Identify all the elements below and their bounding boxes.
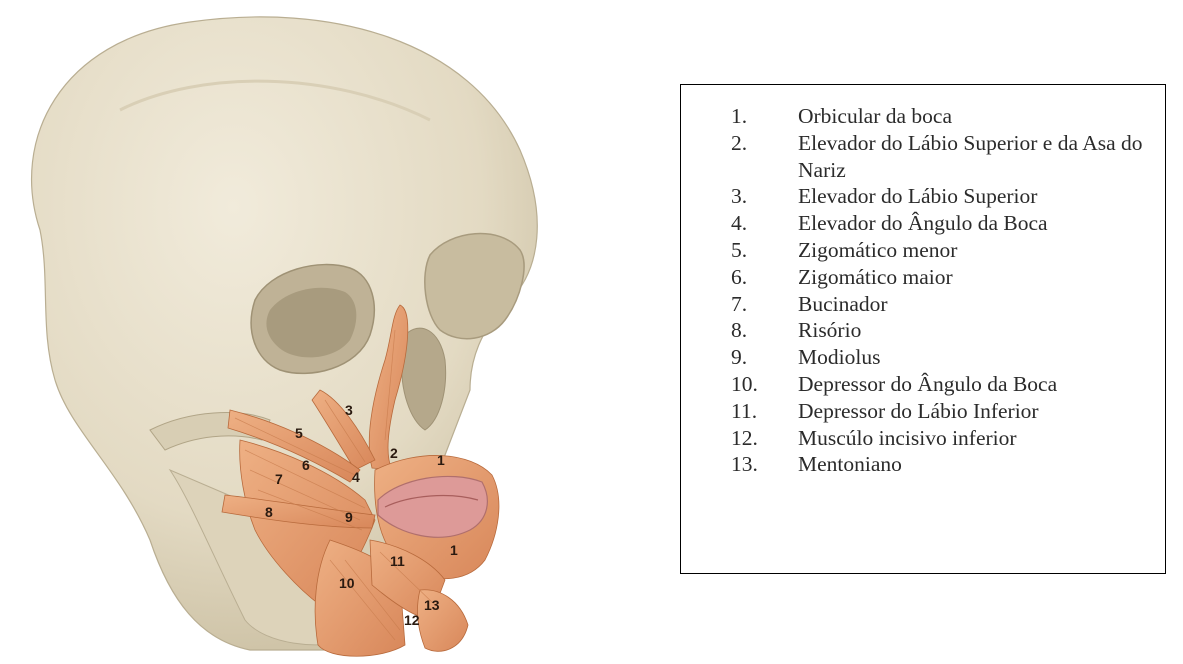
legend-item: 7. Bucinador — [681, 291, 1165, 318]
legend-item: 1. Orbicular da boca — [681, 103, 1165, 130]
legend-item-number: 6. — [731, 264, 791, 291]
legend-item: 5. Zigomático menor — [681, 237, 1165, 264]
legend-list: 1. Orbicular da boca 2. Elevador do Lábio S… — [681, 103, 1165, 478]
legend-item-label: Muscúlo incisivo inferior — [798, 425, 1145, 452]
legend-item-label: Bucinador — [798, 291, 1145, 318]
legend-item: 6. Zigomático maior — [681, 264, 1165, 291]
label-8: 8 — [265, 504, 273, 520]
legend-item: 2. Elevador do Lábio Superior e da Asa do… — [681, 130, 1165, 184]
legend-item-number: 13. — [731, 451, 791, 478]
legend-item: 3. Elevador do Lábio Superior — [681, 183, 1165, 210]
label-2: 2 — [390, 445, 398, 461]
label-4: 4 — [352, 469, 360, 485]
legend-item-number: 3. — [731, 183, 791, 210]
legend-item-number: 9. — [731, 344, 791, 371]
label-12: 12 — [404, 612, 420, 628]
legend-item-number: 7. — [731, 291, 791, 318]
label-6: 6 — [302, 457, 310, 473]
legend-item-number: 8. — [731, 317, 791, 344]
legend-item-label: Elevador do Lábio Superior — [798, 183, 1145, 210]
legend-item: 4. Elevador do Ângulo da Boca — [681, 210, 1165, 237]
legend-item: 11. Depressor do Lábio Inferior — [681, 398, 1165, 425]
legend-item: 9. Modiolus — [681, 344, 1165, 371]
legend-item-label: Risório — [798, 317, 1145, 344]
skull-drawing: 1 1 2 3 4 5 6 7 8 9 10 11 12 13 — [0, 0, 640, 659]
legend-item-label: Elevador do Lábio Superior e da Asa do N… — [798, 130, 1145, 184]
label-9: 9 — [345, 509, 353, 525]
legend-item-label: Elevador do Ângulo da Boca — [798, 210, 1145, 237]
legend-item: 13. Mentoniano — [681, 451, 1165, 478]
label-1-lower: 1 — [450, 542, 458, 558]
label-11: 11 — [390, 553, 405, 569]
legend-item: 8. Risório — [681, 317, 1165, 344]
legend-item-number: 2. — [731, 130, 791, 157]
label-5: 5 — [295, 425, 303, 441]
label-7: 7 — [275, 471, 283, 487]
legend-item-label: Mentoniano — [798, 451, 1145, 478]
legend-item: 12. Muscúlo incisivo inferior — [681, 425, 1165, 452]
legend-item-label: Zigomático maior — [798, 264, 1145, 291]
legend-item-number: 1. — [731, 103, 791, 130]
label-3: 3 — [345, 402, 353, 418]
label-10: 10 — [339, 575, 355, 591]
right-orbit — [425, 234, 524, 339]
label-1-upper: 1 — [437, 452, 445, 468]
legend-item-number: 11. — [731, 398, 791, 425]
legend-item-label: Depressor do Ângulo da Boca — [798, 371, 1145, 398]
legend-box: 1. Orbicular da boca 2. Elevador do Lábio S… — [680, 84, 1166, 574]
legend-item-number: 12. — [731, 425, 791, 452]
skull-muscle-illustration: 1 1 2 3 4 5 6 7 8 9 10 11 12 13 — [0, 0, 640, 659]
legend-item: 10. Depressor do Ângulo da Boca — [681, 371, 1165, 398]
legend-item-number: 10. — [731, 371, 791, 398]
legend-item-number: 5. — [731, 237, 791, 264]
legend-item-label: Zigomático menor — [798, 237, 1145, 264]
legend-item-label: Depressor do Lábio Inferior — [798, 398, 1145, 425]
legend-item-label: Modiolus — [798, 344, 1145, 371]
label-13: 13 — [424, 597, 440, 613]
legend-item-label: Orbicular da boca — [798, 103, 1145, 130]
legend-item-number: 4. — [731, 210, 791, 237]
